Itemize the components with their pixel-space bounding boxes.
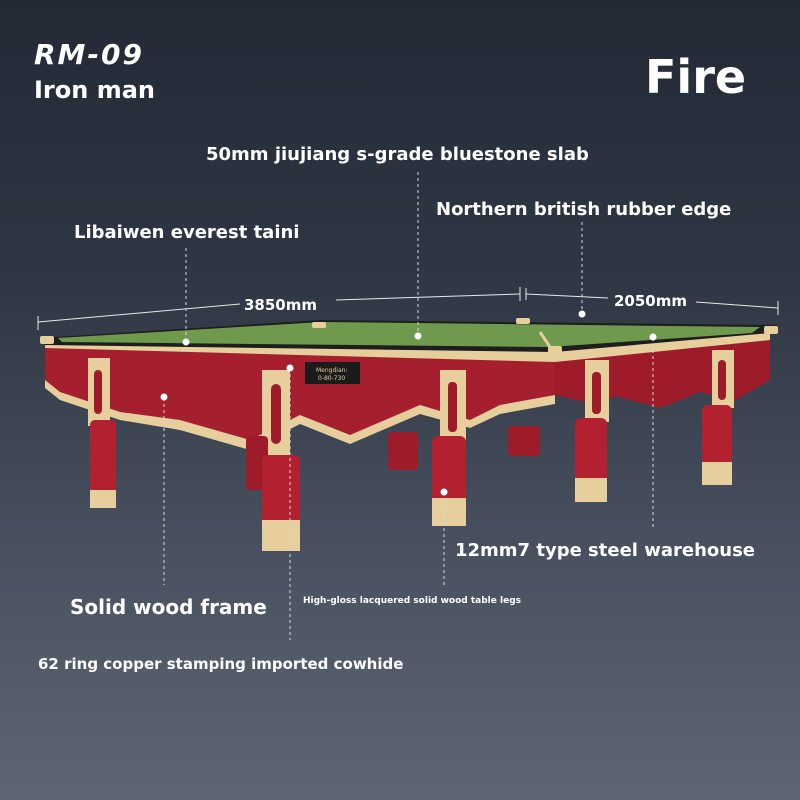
length-dimension-label: 3850mm bbox=[244, 296, 318, 314]
pocket-back-right bbox=[516, 318, 530, 324]
pocket-corner-right bbox=[764, 326, 778, 334]
plate-brand: Mengdian: bbox=[316, 367, 347, 374]
legs-label: High-gloss lacquered solid wood table le… bbox=[303, 596, 521, 606]
model-subtitle: Iron man bbox=[34, 76, 155, 104]
pocket-corner-left bbox=[40, 336, 54, 344]
warehouse-label: 12mm7 type steel warehouse bbox=[455, 540, 755, 561]
pocket-back-left bbox=[312, 322, 326, 328]
pockets-label: 62 ring copper stamping imported cowhide bbox=[38, 655, 404, 673]
frame-label: Solid wood frame bbox=[70, 595, 267, 619]
cloth-label: Libaiwen everest taini bbox=[74, 222, 300, 243]
table-top bbox=[40, 318, 778, 354]
dimension-lines bbox=[37, 287, 779, 330]
pocket-front-middle bbox=[548, 346, 562, 354]
model-number: RM-09 bbox=[34, 38, 145, 71]
slab-label: 50mm jiujiang s-grade bluestone slab bbox=[206, 144, 589, 165]
variant-title: Fire bbox=[645, 50, 747, 104]
marker-dots bbox=[160, 310, 657, 496]
width-dimension-label: 2050mm bbox=[614, 292, 688, 310]
plate-code: 0-80-730 bbox=[318, 375, 345, 382]
rubber-edge-label: Northern british rubber edge bbox=[436, 199, 732, 220]
leader-lines bbox=[163, 172, 654, 640]
